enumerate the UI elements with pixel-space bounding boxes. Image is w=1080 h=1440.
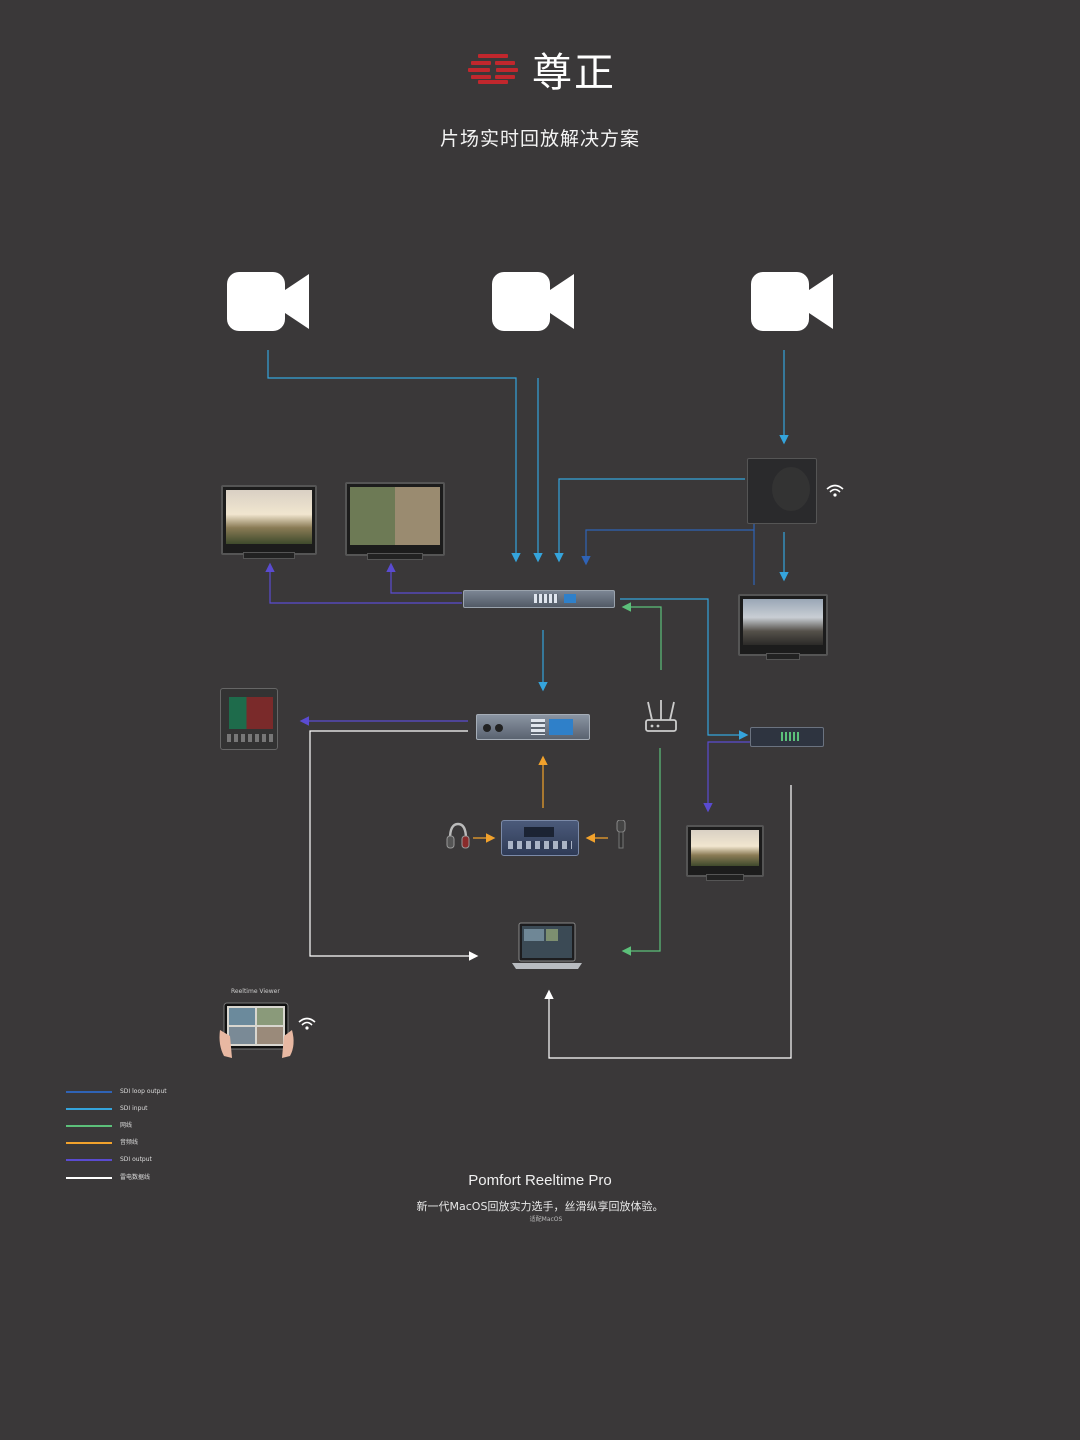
wifi-icon [826, 484, 844, 497]
wire-recorder-loop [581, 470, 755, 566]
legend-label: SDI input [120, 1105, 148, 1112]
tablet-icon [219, 1002, 294, 1058]
preview-monitor [686, 825, 764, 881]
legend-label: 雷电数据线 [120, 1174, 151, 1181]
headphones-icon [446, 822, 470, 849]
field-monitor [220, 688, 278, 750]
wire-audio-interface-to-laptop [544, 785, 792, 1059]
converter-unit [476, 714, 590, 740]
legend-label: 网线 [120, 1122, 133, 1129]
legend-swatch [66, 1125, 112, 1127]
brand-name: 尊正 [532, 50, 616, 96]
wire-audio-interface-to-monitor [703, 741, 752, 813]
viewer-label: Reeltime Viewer [231, 988, 280, 995]
recorder-unit [747, 458, 817, 524]
camera-icon [492, 272, 574, 331]
brand-logo-mark [468, 54, 518, 84]
legend-label: 音频线 [120, 1139, 139, 1146]
wire-router-to-laptop [621, 748, 661, 956]
wire-recorder-to-switcher [554, 478, 745, 563]
router-icon [645, 700, 677, 732]
product-tagline: 新一代MacOS回放实力选手，丝滑纵享回放体验。 [416, 1200, 664, 1213]
product-name: Pomfort Reeltime Pro [468, 1172, 612, 1189]
legend-swatch [66, 1177, 112, 1179]
audio-recorder [501, 820, 579, 856]
product-note: 适配MacOS [529, 1216, 563, 1223]
legend-label: SDI loop output [120, 1088, 167, 1095]
video-switcher [463, 590, 615, 608]
wire-camera1-to-switcher [267, 350, 521, 563]
microphone-icon [616, 820, 626, 849]
legend-swatch [66, 1091, 112, 1093]
client-monitor [738, 594, 828, 660]
legend-swatch [66, 1108, 112, 1110]
reference-monitor [221, 485, 317, 559]
multiview-monitor [345, 482, 445, 560]
legend-swatch [66, 1142, 112, 1144]
camera-icon [227, 272, 309, 331]
wire-converter-to-laptop [309, 730, 479, 961]
legend-label: SDI output [120, 1156, 152, 1163]
camera-icon [751, 272, 833, 331]
laptop-icon [512, 922, 582, 969]
wifi-icon [298, 1017, 316, 1030]
page-title: 片场实时回放解决方案 [439, 128, 640, 150]
wire-router-to-switcher [621, 602, 662, 670]
wire-switcher-to-audio-interface [620, 598, 749, 740]
wire-switcher-to-monitor1 [265, 562, 462, 604]
legend-swatch [66, 1159, 112, 1161]
audio-interface [750, 727, 824, 747]
wire-switcher-to-monitor2 [386, 562, 462, 594]
